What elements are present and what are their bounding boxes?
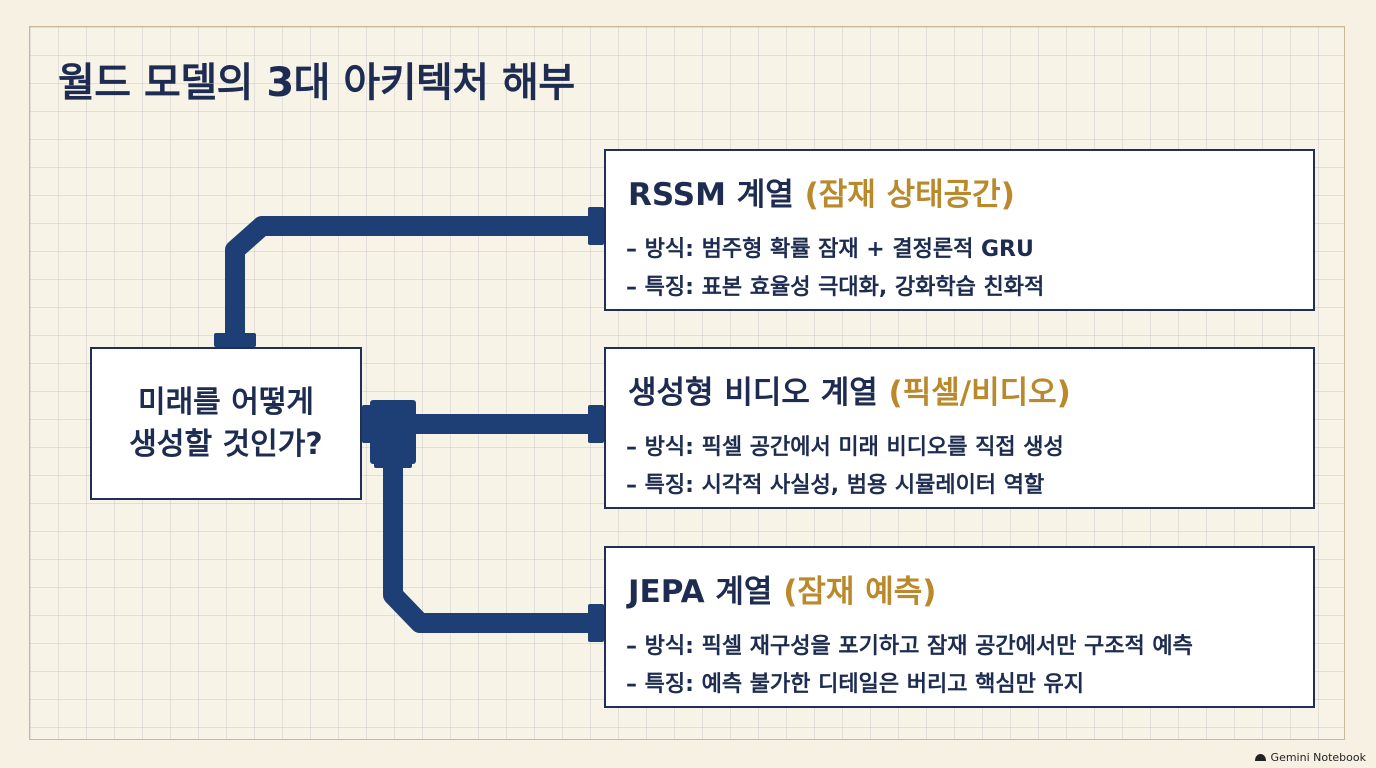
card-video-heading: 생성형 비디오 계열 (픽셀/비디오) xyxy=(628,367,1071,412)
flange-center-top xyxy=(214,333,256,347)
flange-rssm xyxy=(588,207,604,245)
card-video: 생성형 비디오 계열 (픽셀/비디오) – 방식: 픽셀 공간에서 미래 비디오… xyxy=(604,347,1315,509)
card-jepa-heading: JEPA 계열 (잠재 예측) xyxy=(628,566,936,611)
junction-flange-bottom xyxy=(374,458,412,468)
card-jepa-name: JEPA 계열 xyxy=(628,574,773,610)
notebook-icon xyxy=(1254,754,1266,761)
junction-flange-left xyxy=(362,405,372,443)
junction-block xyxy=(370,400,416,464)
card-jepa-feature: – 특징: 예측 불가한 디테일은 버리고 핵심만 유지 xyxy=(626,672,1084,697)
card-rssm: RSSM 계열 (잠재 상태공간) – 방식: 범주형 확률 잠재 + 결정론적… xyxy=(604,149,1315,311)
footer-logo-text: Gemini Notebook xyxy=(1270,751,1366,764)
card-jepa-method: – 방식: 픽셀 재구성을 포기하고 잠재 공간에서만 구조적 예측 xyxy=(626,634,1193,659)
pipe-to-jepa xyxy=(383,455,600,633)
central-question-box: 미래를 어떻게 생성할 것인가? xyxy=(90,347,362,500)
card-video-method: – 방식: 픽셀 공간에서 미래 비디오를 직접 생성 xyxy=(626,435,1064,460)
card-video-tag: (픽셀/비디오) xyxy=(888,375,1071,411)
card-video-name: 생성형 비디오 계열 xyxy=(628,375,878,411)
central-question-line-1: 미래를 어떻게 xyxy=(137,384,315,420)
card-video-feature: – 특징: 시각적 사실성, 범용 시뮬레이터 역할 xyxy=(626,473,1045,498)
card-rssm-tag: (잠재 상태공간) xyxy=(804,177,1015,213)
flange-jepa xyxy=(588,604,604,642)
card-rssm-name: RSSM 계열 xyxy=(628,177,794,213)
card-rssm-heading: RSSM 계열 (잠재 상태공간) xyxy=(628,169,1015,214)
card-rssm-method: – 방식: 범주형 확률 잠재 + 결정론적 GRU xyxy=(626,237,1034,262)
pipe-to-rssm xyxy=(225,216,600,345)
footer-logo: Gemini Notebook xyxy=(1254,751,1366,764)
card-jepa: JEPA 계열 (잠재 예측) – 방식: 픽셀 재구성을 포기하고 잠재 공간… xyxy=(604,546,1315,708)
card-rssm-feature: – 특징: 표본 효율성 극대화, 강화학습 친화적 xyxy=(626,275,1045,300)
page-title: 월드 모델의 3대 아키텍처 해부 xyxy=(58,60,575,106)
central-question-line-2: 생성할 것인가? xyxy=(129,426,323,462)
flange-video xyxy=(588,405,604,443)
card-jepa-tag: (잠재 예측) xyxy=(783,574,937,610)
